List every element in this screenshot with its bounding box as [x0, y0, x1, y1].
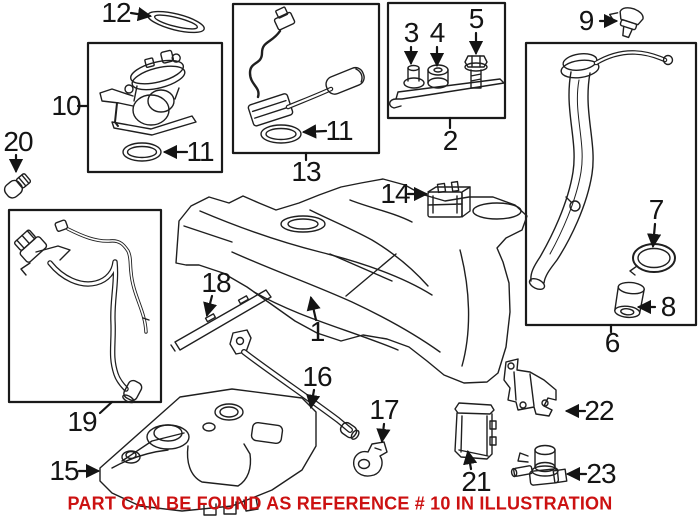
arrow-21	[463, 449, 478, 469]
callout-3: 3	[403, 17, 420, 48]
part-11-oring-pump-drawing	[123, 143, 161, 161]
part-11-oring-sender-drawing	[261, 125, 301, 143]
arrow-12	[131, 7, 153, 22]
part-12-seal-ring-drawing	[146, 7, 206, 37]
arrow-11-sender	[301, 124, 326, 139]
arrow-16	[306, 390, 321, 410]
callout-22: 22	[584, 395, 614, 426]
part-19-vent-hoses-drawing	[12, 220, 149, 405]
part-10-fuel-pump-drawing	[100, 48, 196, 135]
part-4-bushing-drawing	[428, 65, 448, 88]
part-22-bracket-drawing	[504, 359, 556, 416]
callout-18: 18	[201, 267, 231, 298]
reference-note: PART CAN BE FOUND AS REFERENCE # 10 IN I…	[67, 493, 613, 514]
part-18-bracket-drawing	[171, 290, 271, 351]
callout-8: 8	[660, 291, 677, 322]
box-pump-module	[88, 43, 222, 172]
part-21-module-drawing	[455, 403, 496, 459]
part-14-module-drawing	[428, 182, 470, 217]
part-13-level-sender-drawing	[248, 6, 367, 127]
callout-11-sender: 11	[325, 115, 353, 146]
callout-15: 15	[49, 455, 79, 486]
arrow-18	[203, 296, 218, 318]
part-7-clamp-drawing	[630, 244, 675, 275]
part-8-hose-drawing	[614, 281, 645, 319]
part-23-valve-drawing	[511, 446, 567, 486]
callout-12: 12	[101, 0, 131, 28]
box-level-sender	[233, 4, 379, 153]
part-3-stud-drawing	[404, 66, 424, 89]
box-filler-neck	[526, 43, 696, 325]
leader-19	[100, 402, 112, 413]
part-16-strap-drawing	[230, 330, 361, 441]
callout-5: 5	[468, 3, 485, 34]
callout-14: 14	[380, 178, 410, 209]
callout-4: 4	[429, 17, 446, 48]
callout-10: 10	[51, 90, 81, 121]
callout-16: 16	[302, 361, 332, 392]
callout-20: 20	[3, 126, 33, 157]
callout-7: 7	[648, 194, 665, 225]
callout-23: 23	[586, 458, 616, 489]
callout-6: 6	[604, 327, 621, 358]
callout-1: 1	[309, 316, 326, 347]
part-15-shield-drawing	[100, 389, 316, 515]
part-17-clamp-drawing	[354, 442, 387, 476]
part-2-strap-drawing	[390, 79, 504, 108]
box-vent-hoses	[9, 210, 161, 402]
callout-19: 19	[67, 406, 97, 437]
callout-21: 21	[461, 466, 491, 497]
part-1-fuel-tank-drawing	[176, 179, 527, 383]
arrow-1	[306, 295, 321, 320]
box-strap-hardware	[388, 3, 505, 118]
part-6-filler-neck-drawing	[528, 52, 673, 292]
callout-13: 13	[291, 156, 321, 187]
part-20-vent-valve-drawing	[2, 172, 32, 201]
callout-2: 2	[442, 125, 459, 156]
arrow-17	[376, 424, 391, 444]
arrow-7	[646, 224, 662, 249]
callout-11-pump: 11	[186, 136, 214, 167]
callout-9: 9	[578, 5, 595, 36]
group-callout-arrows	[8, 7, 662, 482]
callout-17: 17	[369, 394, 399, 425]
